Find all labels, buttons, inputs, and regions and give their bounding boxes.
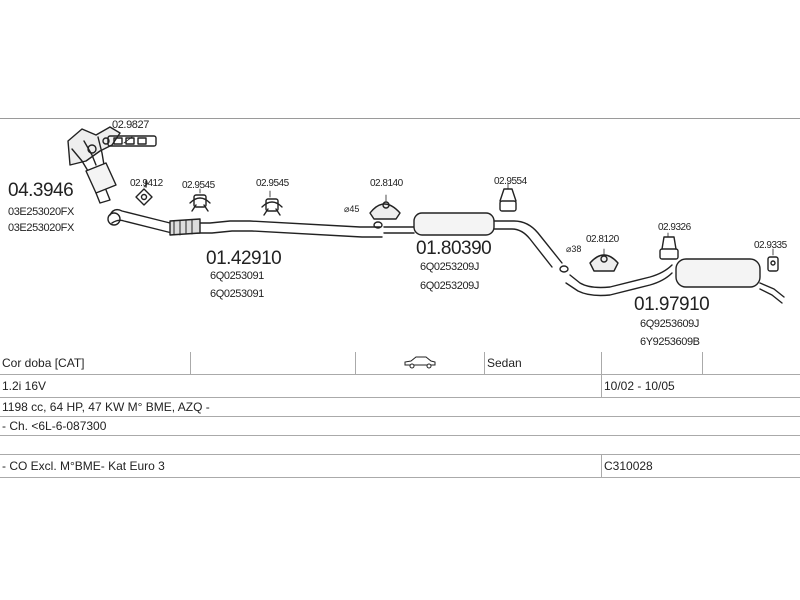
part-code-clamp-c: 02.9554 (494, 176, 527, 187)
sedan-car-icon (404, 356, 436, 368)
vehicle-years: 10/02 - 10/05 (601, 374, 800, 398)
part-ref-front-pipe-1: 6Q0253091 (210, 270, 264, 282)
table-row: 1.2i 16V 10/02 - 10/05 (0, 374, 800, 398)
rear-silencer-icon (565, 258, 785, 304)
vehicle-notes: - CO Excl. M°BME- Kat Euro 3 (0, 454, 602, 478)
part-code-rubber: 02.9335 (754, 240, 787, 251)
clamp-d-icon (659, 236, 679, 260)
front-pipe-icon (107, 208, 383, 238)
table-row (0, 435, 800, 455)
vehicle-chassis: - Ch. <6L-6-087300 (0, 416, 800, 436)
part-ref-front-pipe-2: 6Q0253091 (210, 288, 264, 300)
part-code-manifold: 04.3946 (8, 180, 74, 201)
part-code-clamp-a: 02.9545 (182, 180, 215, 191)
vehicle-engine: 1.2i 16V (0, 374, 602, 398)
vehicle-model: Cor doba [CAT] (0, 352, 191, 375)
ring-a-icon (369, 201, 401, 229)
part-code-middle-silencer: 01.80390 (416, 238, 492, 259)
part-code-gasket-top: 02.9827 (112, 119, 149, 131)
diameter-45: ⌀45 (344, 204, 360, 214)
ring-b-icon (589, 254, 619, 272)
diameter-38: ⌀38 (566, 244, 582, 254)
part-ref-manifold-2: 03E253020FX (8, 222, 74, 234)
clamp-c-icon (499, 188, 517, 212)
table-row: - Ch. <6L-6-087300 (0, 416, 800, 436)
part-code-clamp-b: 02.9545 (256, 178, 289, 189)
part-ref-rear-silencer-2: 6Y9253609B (640, 336, 700, 348)
table-row: - CO Excl. M°BME- Kat Euro 3 C310028 (0, 454, 800, 478)
part-code-gasket-a: 02.9412 (130, 178, 163, 189)
part-code-front-pipe: 01.42910 (206, 248, 282, 269)
rubber-icon (767, 256, 779, 272)
manifold-icon (67, 126, 121, 204)
part-code-clamp-d: 02.9326 (658, 222, 691, 233)
clamp-b-icon (261, 198, 283, 216)
part-ref-rear-silencer-1: 6Q9253609J (640, 318, 699, 330)
clamp-a-icon (189, 194, 211, 212)
part-code-ring-a: 02.8140 (370, 178, 403, 189)
vehicle-body-icon-cell (355, 352, 485, 375)
part-code-rear-silencer: 01.97910 (634, 294, 710, 315)
part-code-ring-b: 02.8120 (586, 234, 619, 245)
vehicle-code: C310028 (601, 454, 800, 478)
exhaust-drawing (67, 126, 785, 304)
vehicle-specs: 1198 cc, 64 HP, 47 KW M° BME, AZQ - (0, 397, 800, 417)
part-ref-middle-silencer-1: 6Q0253209J (420, 261, 479, 273)
vehicle-info-table: Cor doba [CAT] Sedan 1.2i 16V 10/02 - 10… (0, 352, 800, 478)
table-row: Cor doba [CAT] Sedan (0, 352, 800, 375)
exhaust-diagram: 02.9827 04.3946 03E253020FX 03E253020FX … (0, 118, 800, 351)
part-ref-manifold-1: 03E253020FX (8, 206, 74, 218)
part-ref-middle-silencer-2: 6Q0253209J (420, 280, 479, 292)
gasket-a-icon (135, 180, 153, 206)
table-row: 1198 cc, 64 HP, 47 KW M° BME, AZQ - (0, 397, 800, 417)
vehicle-body: Sedan (484, 352, 602, 375)
middle-silencer-icon (383, 212, 569, 273)
